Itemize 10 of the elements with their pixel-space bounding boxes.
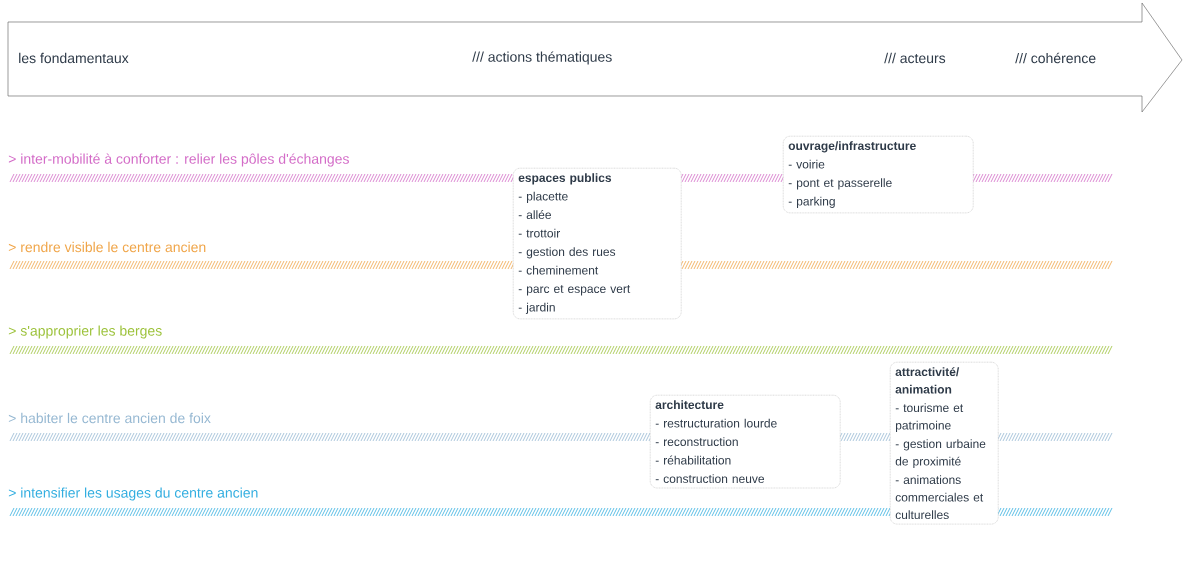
theme-label: > rendre visible le centre ancien xyxy=(8,241,206,253)
theme-label: > inter-mobilité à conforter : relier les pôles d'échanges xyxy=(8,153,349,167)
arrow-band: les fondamentaux /// actions thématiques /// acteurs /// cohérence xyxy=(7,2,1183,113)
theme-label: > s'approprier les berges xyxy=(8,325,162,339)
theme-label: > habiter le centre ancien de foix xyxy=(8,412,211,424)
category-box: architecture - restructuration lourde - reconstruction - réhabilitation - construction neuve xyxy=(650,395,841,489)
theme-label: > intensifier les usages du centre ancien xyxy=(8,487,258,501)
category-box: ouvrage/infrastructure - voirie - pont et passerelle - parking xyxy=(783,136,974,214)
category-box: attractivité/ animation - tourisme et patrimoine - gestion urbaine de proximité - animations commerciales et culturelles xyxy=(890,362,999,525)
category-box: espaces publics - placette - allée - trottoir - gestion des rues - cheminement - parc et espace vert - jardin xyxy=(513,168,682,320)
